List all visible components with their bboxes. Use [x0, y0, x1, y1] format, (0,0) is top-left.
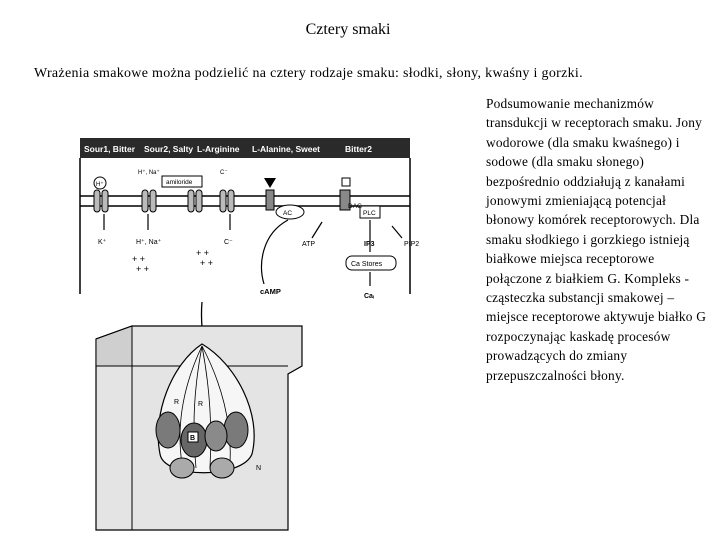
channel-chloride — [219, 189, 235, 213]
summary-text: Podsumowanie mechanizmów transdukcji w r… — [486, 96, 707, 383]
label-h-ion: H⁺ — [96, 181, 104, 188]
header-bar — [80, 138, 410, 158]
header-l-arginine: L-Arginine — [197, 144, 240, 154]
amiloride-box — [161, 175, 203, 188]
label-ca-stores: Ca Stores — [351, 261, 383, 268]
header-bitter2: Bitter2 — [345, 144, 372, 154]
ca-stores-box — [345, 255, 397, 271]
plus-signs: + ++ + + ++ + — [132, 248, 213, 274]
label-camp: cAMP — [260, 287, 281, 296]
intro-text: Wrażenia smakowe można podzielić na czte… — [34, 66, 583, 81]
header-sour-bitter: Sour1, Bitter — [84, 144, 136, 154]
label-r2: R — [198, 401, 203, 408]
label-amiloride: amiloride — [166, 179, 193, 186]
label-r1: R — [174, 399, 179, 406]
taste-bud — [155, 343, 255, 479]
pathway-arrows — [103, 214, 403, 286]
label-n: N — [256, 465, 261, 472]
label-b: B — [190, 435, 195, 442]
svg-text:+ +: + + — [136, 264, 149, 274]
taste-transduction-figure: Sour1, Bitter Sour2, Salty L-Arginine L-… — [52, 134, 482, 534]
page-title: Cztery smaki — [305, 21, 391, 38]
label-plc: PLC — [363, 210, 376, 217]
channel-sour1 — [93, 176, 109, 213]
label-cl-bottom: C⁻ — [224, 239, 233, 246]
svg-text:+ +: + + — [200, 258, 213, 268]
label-dag: DAG — [348, 203, 362, 210]
channel-arginine — [187, 189, 203, 213]
label-cai: Caᵢ — [364, 293, 374, 300]
taste-transduction-diagram: Sour1, Bitter Sour2, Salty L-Arginine L-… — [79, 138, 419, 531]
label-ip3: IP3 — [364, 241, 375, 248]
receptor-bitter2 — [339, 177, 381, 219]
svg-text:+ +: + + — [196, 248, 209, 258]
basal-cell-marker — [187, 431, 199, 443]
channel-sour2 — [141, 189, 157, 213]
svg-text:+ +: + + — [132, 254, 145, 264]
label-ac: AC — [283, 210, 292, 217]
receptor-sweet — [264, 178, 305, 220]
label-h-na-top: H⁺, Na⁺ — [138, 169, 160, 176]
label-k-ion: K⁺ — [98, 238, 107, 246]
header-l-alanine-sweet: L-Alanine, Sweet — [252, 144, 320, 154]
label-cl-top: C⁻ — [220, 170, 228, 176]
label-h-na-bottom: H⁺, Na⁺ — [136, 238, 162, 246]
label-atp: ATP — [302, 241, 315, 248]
header-sour-salty: Sour2, Salty — [144, 144, 193, 154]
cell-membrane — [80, 195, 410, 207]
label-pip2: PIP2 — [404, 241, 419, 248]
